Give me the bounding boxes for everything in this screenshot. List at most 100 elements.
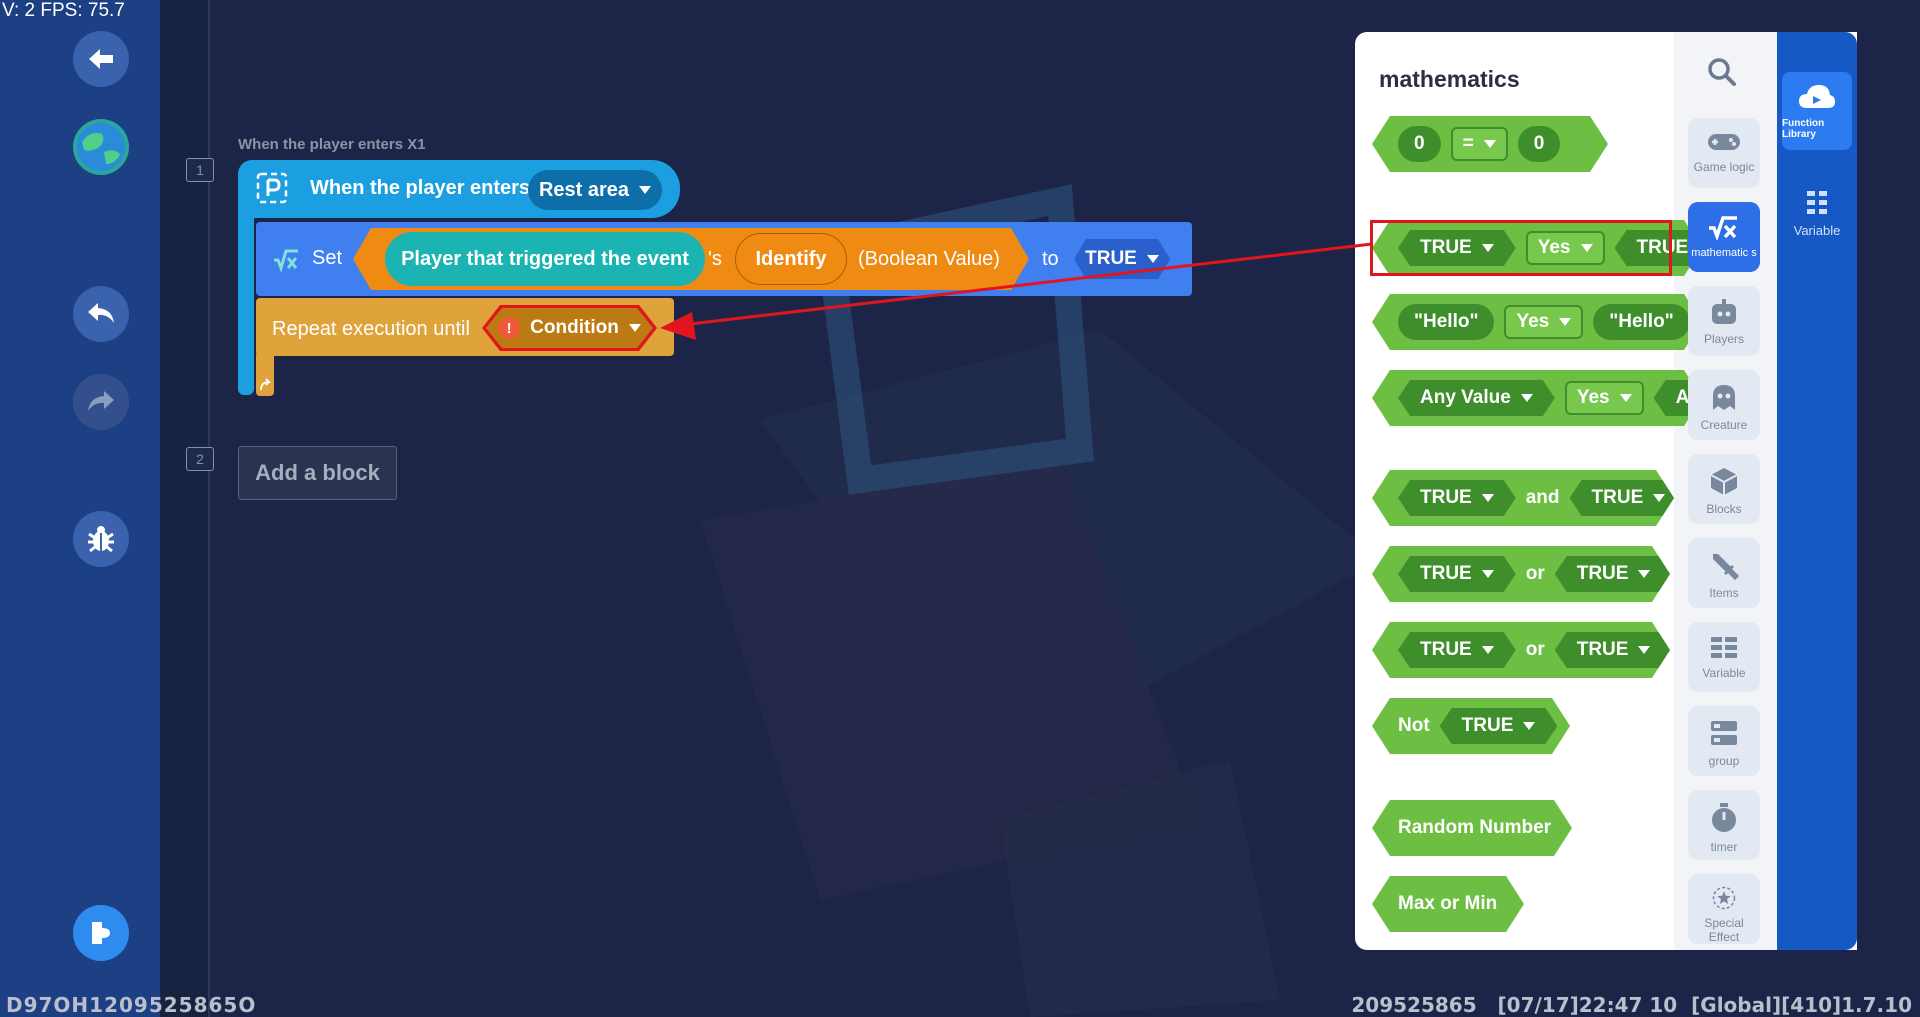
math-function-icon: [274, 249, 298, 272]
chevron-down-icon: [1484, 140, 1496, 148]
gamepad-icon: [1708, 134, 1740, 150]
max-or-min-block[interactable]: Max or Min: [1372, 876, 1524, 932]
line-number: 1: [186, 158, 214, 182]
chevron-down-icon: [1482, 244, 1494, 252]
category-mathematics[interactable]: mathematic s: [1688, 202, 1760, 272]
category-players[interactable]: Players: [1688, 286, 1760, 356]
category-items[interactable]: Items: [1688, 538, 1760, 608]
compare-string-block[interactable]: "Hello" Yes "Hello": [1372, 294, 1702, 350]
add-block-button[interactable]: Add a block: [238, 446, 397, 500]
sword-icon: [1713, 554, 1739, 580]
chevron-down-icon: [1482, 646, 1494, 654]
library-tab-bar: [1777, 32, 1857, 950]
operator-dropdown[interactable]: =: [1451, 127, 1508, 161]
triggering-player-pill[interactable]: Player that triggered the event: [385, 232, 705, 286]
category-variable[interactable]: Variable: [1688, 622, 1760, 692]
trigger-area-icon: [256, 172, 288, 204]
tab-label: Function Library: [1782, 118, 1825, 140]
tab-function-library[interactable]: Function Library: [1782, 72, 1852, 150]
any-value-dropdown[interactable]: Any Value: [1398, 380, 1555, 416]
condition-slot[interactable]: !Condition: [486, 308, 653, 348]
operator-dropdown[interactable]: Yes: [1504, 305, 1583, 339]
category-game-logic[interactable]: Game logic: [1688, 118, 1760, 188]
boolean-dropdown[interactable]: TRUE: [1398, 556, 1516, 592]
boolean-dropdown[interactable]: TRUE: [1440, 708, 1558, 744]
repeat-block-arm: [256, 354, 274, 396]
set-label: Set: [312, 247, 343, 269]
chevron-down-icon: [629, 324, 641, 332]
true-dropdown[interactable]: TRUE: [1074, 239, 1170, 279]
category-label: Players: [1703, 332, 1744, 346]
boolean-dropdown[interactable]: TRUE: [1398, 480, 1516, 516]
line-gutter: [160, 0, 210, 1017]
chevron-down-icon: [1523, 722, 1535, 730]
not-block[interactable]: Not TRUE: [1372, 698, 1570, 754]
or-block[interactable]: TRUE or TRUE: [1372, 622, 1670, 678]
to-label: to: [1042, 248, 1059, 270]
redo-button[interactable]: [73, 374, 129, 430]
operator-dropdown[interactable]: Yes: [1526, 231, 1605, 265]
category-creature[interactable]: Creature: [1688, 370, 1760, 440]
debug-button[interactable]: [73, 511, 129, 567]
line-number: 2: [186, 447, 214, 471]
category-label: Special Effect: [1704, 916, 1744, 944]
number-input[interactable]: 0: [1398, 126, 1441, 162]
chevron-down-icon: [1559, 318, 1571, 326]
not-label: Not: [1398, 715, 1430, 736]
max-or-min-label: Max or Min: [1398, 893, 1498, 914]
compare-boolean-block[interactable]: TRUE Yes TRUE: [1372, 220, 1702, 276]
repeat-label: Repeat execution until: [272, 318, 470, 340]
category-blocks[interactable]: Blocks: [1688, 454, 1760, 524]
chevron-down-icon: [1581, 244, 1593, 252]
chevron-down-icon: [1638, 646, 1650, 654]
stopwatch-icon: [1712, 803, 1736, 832]
category-label: Variable: [1702, 666, 1746, 680]
tab-variable[interactable]: Variable: [1782, 178, 1852, 248]
area-dropdown-value: Rest area: [538, 178, 630, 201]
chevron-down-icon: [1638, 570, 1650, 578]
tab-label: Variable: [1793, 222, 1841, 238]
identify-field[interactable]: Identify: [735, 233, 847, 285]
category-group[interactable]: group: [1688, 706, 1760, 776]
back-button[interactable]: [73, 31, 129, 87]
and-block[interactable]: TRUE and TRUE: [1372, 470, 1674, 526]
category-label: Blocks: [1706, 502, 1742, 516]
exit-button[interactable]: [73, 905, 129, 961]
boolean-dropdown[interactable]: TRUE: [1398, 230, 1516, 266]
category-timer[interactable]: timer: [1688, 790, 1760, 860]
cloud-icon: [1799, 85, 1835, 108]
boolean-type-label: (Boolean Value): [858, 248, 1000, 270]
search-icon[interactable]: [1706, 56, 1738, 88]
boolean-dropdown[interactable]: TRUE: [1555, 556, 1673, 592]
event-block-spine: [238, 210, 254, 395]
operator-dropdown[interactable]: Yes: [1565, 381, 1644, 415]
boolean-dropdown[interactable]: TRUE: [1555, 632, 1673, 668]
arrow-left-icon: [89, 49, 113, 69]
category-label: Creature: [1700, 418, 1748, 432]
random-number-block[interactable]: Random Number: [1372, 800, 1572, 856]
cube-icon: [1710, 468, 1738, 495]
undo-button[interactable]: [73, 286, 129, 342]
chevron-down-icon: [1482, 494, 1494, 502]
loop-arrow-icon: [260, 378, 271, 391]
string-input[interactable]: "Hello": [1398, 304, 1494, 340]
or-label: or: [1525, 639, 1545, 660]
chevron-down-icon: [1620, 394, 1632, 402]
creature-ghost-icon: [1713, 385, 1735, 410]
world-globe-button[interactable]: [73, 119, 129, 175]
category-special-effect[interactable]: Special Effect: [1688, 874, 1760, 944]
or-block[interactable]: TRUE or TRUE: [1372, 546, 1670, 602]
variable-list-icon: [1711, 637, 1737, 658]
and-label: and: [1525, 487, 1560, 508]
player-robot-icon: [1712, 299, 1736, 324]
boolean-value: TRUE: [1576, 639, 1629, 660]
number-input[interactable]: 0: [1518, 126, 1561, 162]
compare-any-block[interactable]: Any Value Yes Any: [1372, 370, 1702, 426]
chevron-down-icon: [639, 186, 652, 194]
area-dropdown[interactable]: Rest area: [528, 170, 662, 210]
boolean-dropdown[interactable]: TRUE: [1398, 632, 1516, 668]
gutter-divider: [208, 0, 210, 1017]
string-input[interactable]: "Hello": [1593, 304, 1689, 340]
redo-icon: [88, 391, 114, 411]
compare-number-block[interactable]: 0 = 0: [1372, 116, 1608, 172]
